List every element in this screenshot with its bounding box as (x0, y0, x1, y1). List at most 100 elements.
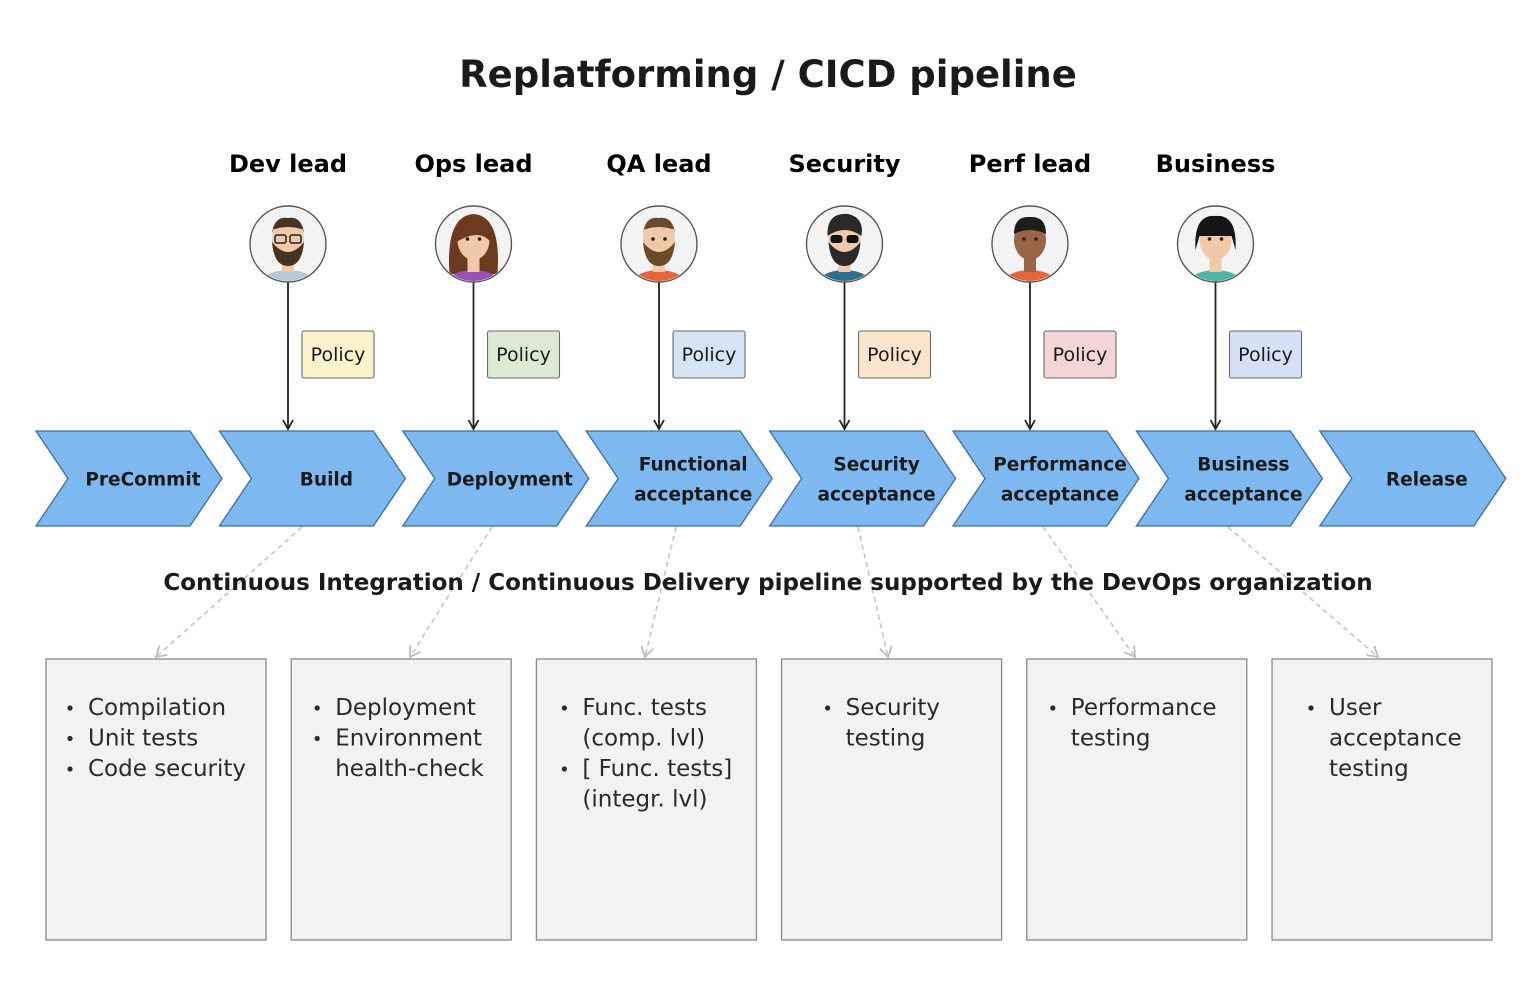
stage-security-acceptance: Security acceptance (768, 430, 957, 527)
policy-tag: Policy (1228, 330, 1303, 379)
stage-chevron (951, 430, 1140, 527)
box-frame (1026, 658, 1248, 941)
stage-label: Performance (993, 455, 1127, 476)
dark-skinned-man-avatar-icon (991, 205, 1069, 283)
activity-box-6: User acceptance testing (1271, 658, 1493, 941)
bullet (314, 735, 320, 742)
bob-haired-woman-avatar-icon (1176, 205, 1255, 283)
box-frame (290, 658, 512, 941)
stage-label: acceptance (1001, 485, 1119, 506)
stage-label: acceptance (634, 485, 752, 506)
box-item-text: (comp. lvl) (582, 726, 705, 752)
stage-label: Security (833, 455, 919, 476)
role-label: Business (1156, 150, 1276, 178)
box-item-text: health-check (335, 756, 484, 782)
policy-box (486, 330, 561, 379)
stage-label: Release (1386, 470, 1468, 491)
stage-chevron (401, 430, 590, 527)
stage-deployment: Deployment (401, 430, 590, 527)
box-item-text: Code security (88, 756, 246, 782)
policy-label: Policy (311, 344, 366, 366)
policy-box (857, 330, 932, 379)
bullet (67, 735, 73, 742)
role-label: Perf lead (969, 150, 1091, 178)
stage-chevron (768, 430, 957, 527)
box-item-text: testing (1071, 726, 1151, 752)
stage-label: acceptance (1184, 485, 1302, 506)
box-item-text: Func. tests (582, 695, 707, 721)
stage-chevron (584, 430, 773, 527)
policy-label: Policy (682, 344, 737, 366)
connector-6 (1227, 526, 1380, 659)
box-item-text: acceptance (1329, 726, 1462, 752)
box-item-text: [ Func. tests] (582, 756, 732, 782)
bearded-man-sunglasses-avatar-icon (805, 205, 884, 283)
connector-1 (154, 526, 303, 659)
connector-3 (640, 526, 677, 659)
box-frame (45, 658, 267, 941)
box-item-text: Deployment (335, 695, 476, 721)
policy-box (1043, 330, 1117, 379)
long-haired-woman-avatar-icon (434, 205, 513, 283)
box-item-text: Security (846, 695, 940, 721)
stage-label: Deployment (447, 470, 573, 491)
box-item-text: Unit tests (88, 726, 198, 752)
connector-2 (409, 526, 493, 659)
connector-4 (857, 526, 893, 659)
box-frame (1271, 658, 1493, 941)
stage-business-acceptance: Business acceptance (1135, 430, 1324, 527)
bullet (561, 766, 568, 772)
stage-build: Build (218, 430, 407, 527)
box-item-text: testing (1329, 756, 1409, 782)
policy-box (1228, 330, 1303, 379)
role-label: Ops lead (414, 150, 532, 178)
dashed-connectors (154, 526, 1380, 659)
stage-label: acceptance (817, 485, 935, 506)
policy-tag: Policy (1043, 330, 1117, 379)
stage-performance-acceptance: Performance acceptance (951, 430, 1140, 527)
role-label: QA lead (606, 150, 711, 178)
activity-box-5: Performance testing (1026, 658, 1248, 941)
pipeline-caption: Continuous Integration / Continuous Deli… (163, 570, 1372, 596)
policy-box (301, 330, 375, 379)
role-label: Security (788, 150, 900, 178)
policy-label: Policy (1053, 344, 1108, 366)
role-label: Dev lead (229, 150, 347, 178)
box-item-text: testing (846, 726, 926, 752)
box-item-text: Environment (335, 726, 482, 752)
policy-tag: Policy (486, 330, 561, 379)
box-item-text: Compilation (88, 695, 226, 721)
bullet (561, 705, 568, 711)
policy-tag: Policy (301, 330, 375, 379)
stage-chevron (34, 430, 223, 527)
stage-precommit: PreCommit (34, 430, 223, 527)
stage-chevron (1318, 430, 1507, 527)
bearded-man-glasses-avatar-icon (249, 205, 327, 283)
stage-label: PreCommit (85, 470, 200, 491)
activity-box-3: Func. tests(comp. lvl)[ Func. tests](int… (535, 658, 758, 941)
stage-label: Build (300, 470, 353, 491)
box-frame (535, 658, 758, 941)
policy-label: Policy (496, 344, 551, 366)
box-frame (780, 658, 1003, 941)
stage-label: Business (1197, 455, 1289, 476)
stage-release: Release (1318, 430, 1507, 527)
box-item-text: User (1329, 695, 1382, 721)
bullet (67, 705, 73, 711)
box-item-text: Performance (1071, 695, 1217, 721)
activity-box-4: Security testing (780, 658, 1003, 941)
stage-chevron (1135, 430, 1324, 527)
bearded-man-avatar-icon (620, 205, 698, 283)
